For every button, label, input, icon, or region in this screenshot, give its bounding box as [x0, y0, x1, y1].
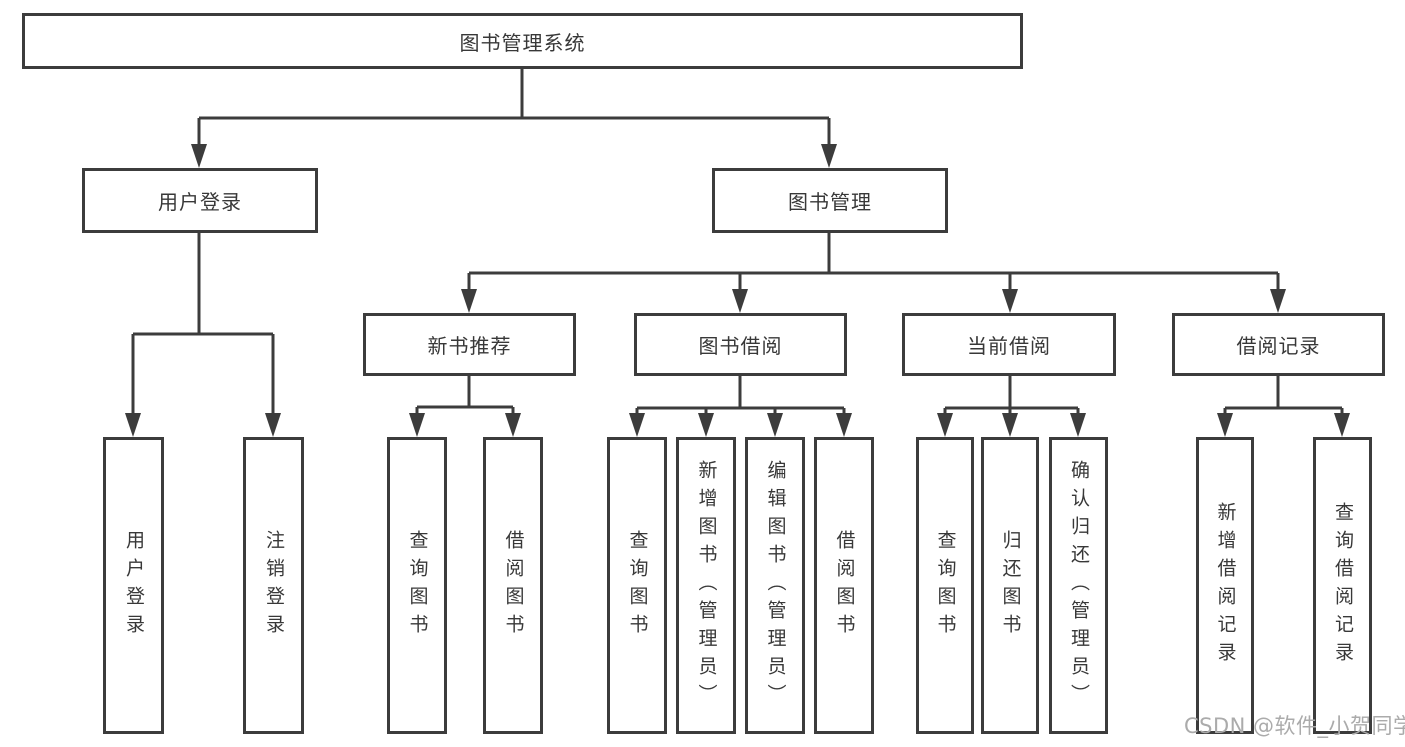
node-leaf-query-borrow-record: 查询借阅记录 [1313, 437, 1372, 734]
node-leaf-return-books: 归还图书 [981, 437, 1039, 734]
node-leaf-current-query-books-label: 查询图书 [934, 529, 957, 642]
watermark-text: CSDN @软件_小贺同学 [1184, 714, 1405, 738]
node-current-borrowing: 当前借阅 [902, 313, 1116, 376]
node-leaf-recommend-query-books-label: 查询图书 [406, 529, 429, 642]
node-root: 图书管理系统 [22, 13, 1023, 69]
node-leaf-recommend-borrow-books: 借阅图书 [483, 437, 543, 734]
node-leaf-confirm-return-admin-label: 确认归还（管理员） [1068, 459, 1090, 712]
node-borrowing-records-label: 借阅记录 [1236, 334, 1321, 358]
node-current-borrowing-label: 当前借阅 [967, 334, 1051, 358]
node-leaf-edit-books-admin-label: 编辑图书（管理员） [764, 459, 787, 712]
node-book-management-label: 图书管理 [788, 190, 872, 214]
node-leaf-user-login: 用户登录 [103, 437, 164, 734]
node-leaf-logout-label: 注销登录 [263, 529, 285, 642]
node-leaf-logout: 注销登录 [243, 437, 304, 734]
node-leaf-borrowing-borrow-books: 借阅图书 [814, 437, 874, 734]
node-leaf-add-borrow-record: 新增借阅记录 [1196, 437, 1254, 734]
node-borrowing-records: 借阅记录 [1172, 313, 1385, 376]
node-new-book-recommend-label: 新书推荐 [427, 334, 512, 358]
node-leaf-confirm-return-admin: 确认归还（管理员） [1049, 437, 1108, 734]
node-leaf-borrowing-query-books-label: 查询图书 [626, 529, 649, 642]
node-user-login-label: 用户登录 [158, 190, 242, 214]
node-leaf-recommend-query-books: 查询图书 [387, 437, 447, 734]
node-leaf-add-books-admin-label: 新增图书（管理员） [695, 459, 718, 712]
node-book-borrowing: 图书借阅 [634, 313, 847, 376]
node-leaf-return-books-label: 归还图书 [999, 529, 1022, 642]
node-leaf-edit-books-admin: 编辑图书（管理员） [745, 437, 805, 734]
node-leaf-add-books-admin: 新增图书（管理员） [676, 437, 736, 734]
node-book-management: 图书管理 [712, 168, 948, 233]
node-user-login: 用户登录 [82, 168, 318, 233]
node-leaf-borrowing-borrow-books-label: 借阅图书 [833, 529, 856, 642]
node-leaf-query-borrow-record-label: 查询借阅记录 [1332, 501, 1354, 670]
node-leaf-user-login-label: 用户登录 [123, 529, 145, 642]
node-leaf-borrowing-query-books: 查询图书 [607, 437, 667, 734]
node-leaf-current-query-books: 查询图书 [916, 437, 974, 734]
node-leaf-add-borrow-record-label: 新增借阅记录 [1214, 501, 1237, 670]
node-leaf-recommend-borrow-books-label: 借阅图书 [502, 529, 525, 642]
node-book-borrowing-label: 图书借阅 [698, 334, 783, 358]
node-new-book-recommend: 新书推荐 [363, 313, 576, 376]
node-root-label: 图书管理系统 [459, 30, 586, 55]
